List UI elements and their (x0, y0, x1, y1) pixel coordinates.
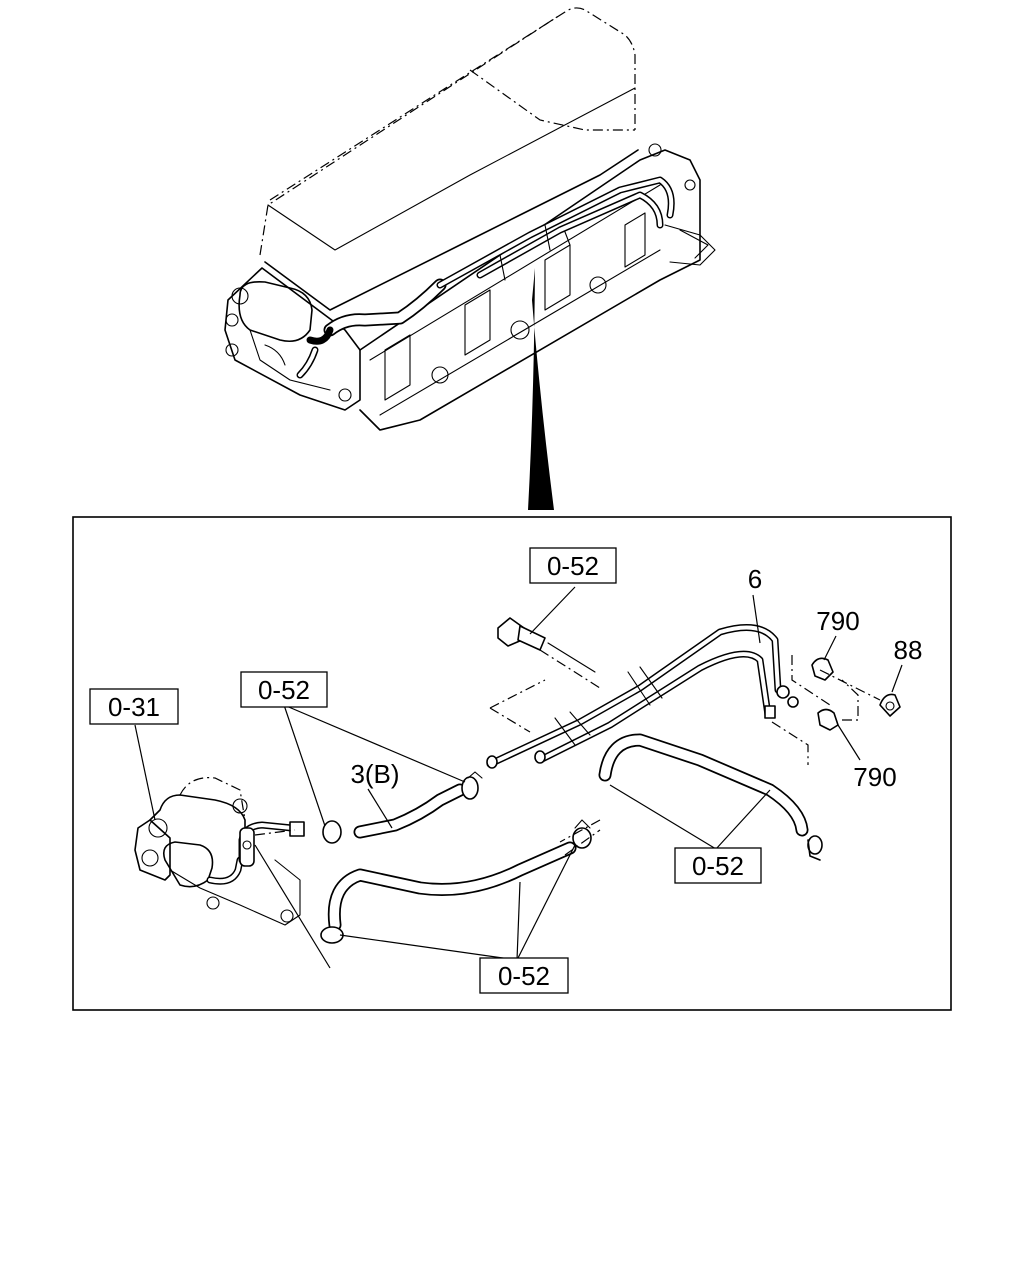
engine-stub (134, 777, 305, 926)
hose-long (320, 819, 592, 944)
callout-ref-clamp-left-text: 0-52 (258, 675, 310, 705)
cap-790-bottom (817, 708, 839, 731)
part-number-cap-bottom: 790 (853, 762, 896, 792)
engine-overview (224, 7, 716, 431)
cap-790-top (811, 657, 834, 681)
callout-ref-clamp-bottom: 0-52 (479, 957, 569, 994)
callout-ref-clamp-right-text: 0-52 (692, 851, 744, 881)
part-number-clip: 88 (894, 635, 923, 665)
callout-ref-bolt-text: 0-52 (547, 551, 599, 581)
callout-ref-clamp-bottom-text: 0-52 (498, 961, 550, 991)
hose-3b (322, 771, 483, 844)
detail-frame (72, 516, 952, 1011)
callout-ref-clamp-left: 0-52 (240, 671, 328, 708)
clip-88 (879, 693, 901, 717)
detail-pointer (528, 268, 554, 510)
bolt (497, 617, 596, 673)
leader-lines (134, 586, 903, 969)
assembly-lines (254, 649, 881, 856)
callout-ref-bolt: 0-52 (529, 547, 617, 584)
part-number-hose: 3(B) (350, 759, 399, 789)
part-number-cap-top: 790 (816, 606, 859, 636)
callout-ref-engine: 0-31 (89, 688, 179, 725)
callout-ref-clamp-right: 0-52 (674, 847, 762, 884)
callout-ref-engine-text: 0-31 (108, 692, 160, 722)
part-number-pipe: 6 (748, 564, 762, 594)
pipe-assembly-6 (486, 624, 823, 861)
